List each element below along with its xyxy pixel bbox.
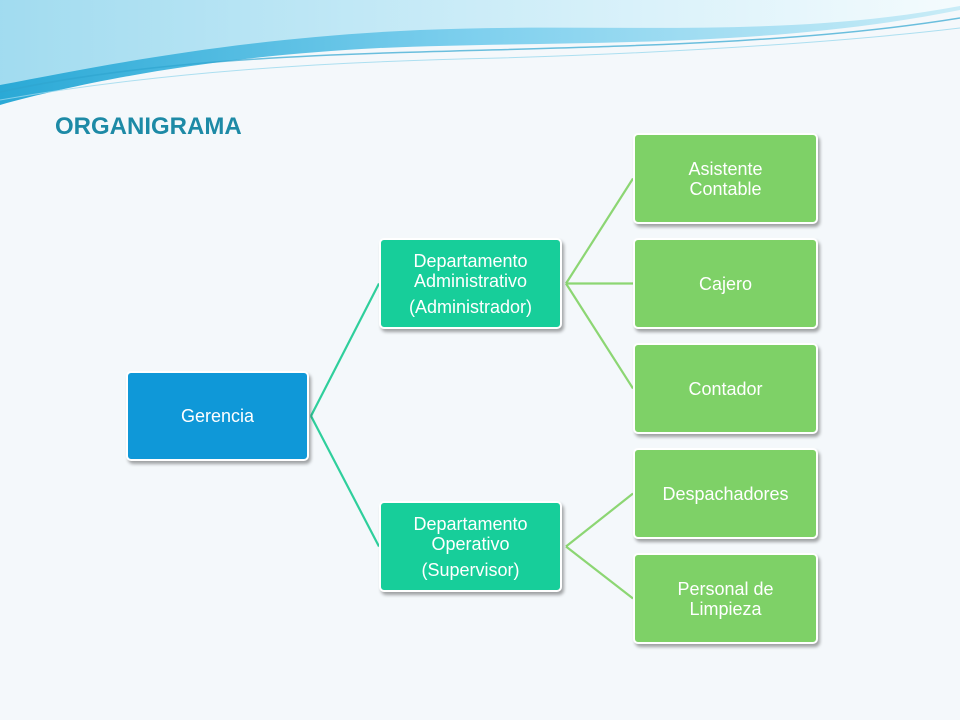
department-head: (Administrador)	[408, 296, 533, 317]
role-label: Contador	[688, 378, 763, 399]
role-label: Cajero	[698, 273, 753, 294]
node-departamento-operativo: Departamento Operativo (Supervisor)	[379, 501, 562, 592]
connector-root-dept-1	[310, 415, 380, 548]
connector-dept-0-role-2	[565, 282, 634, 390]
connector-dept-0-role-0	[565, 177, 634, 285]
role-label: Asistente Contable	[688, 158, 763, 199]
department-name: Departamento Administrativo	[413, 250, 528, 291]
department-head: (Supervisor)	[421, 559, 520, 580]
node-despachadores: Despachadores	[633, 448, 818, 539]
node-cajero: Cajero	[633, 238, 818, 329]
role-label: Despachadores	[662, 483, 789, 504]
node-departamento-administrativo: Departamento Administrativo (Administrad…	[379, 238, 562, 329]
connector-dept-1-role-0	[565, 492, 634, 548]
node-gerencia-label: Gerencia	[180, 406, 255, 426]
role-label: Personal de Limpieza	[677, 578, 774, 619]
node-asistente-contable: Asistente Contable	[633, 133, 818, 224]
node-personal-de-limpieza: Personal de Limpieza	[633, 553, 818, 644]
connector-dept-1-role-1	[565, 545, 634, 600]
connector-root-dept-0	[310, 282, 380, 417]
department-name: Departamento Operativo	[413, 513, 528, 554]
node-gerencia: Gerencia	[126, 371, 309, 461]
node-contador: Contador	[633, 343, 818, 434]
page-title: ORGANIGRAMA	[55, 113, 242, 140]
